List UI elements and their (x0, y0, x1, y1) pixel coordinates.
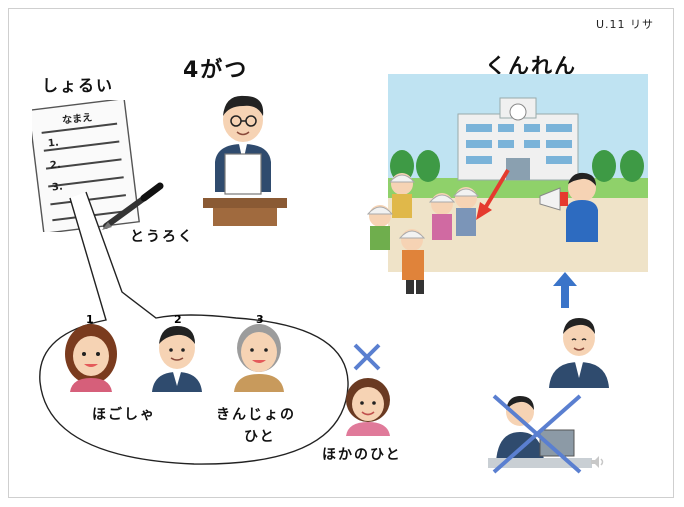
cross-mark-icon (353, 343, 381, 371)
option-number-3: 3 (256, 313, 264, 326)
other-person-face-illustration (346, 378, 390, 436)
sheet-line-1: 1. (47, 137, 60, 150)
sheet-line-2: 2. (49, 159, 62, 172)
neighbor-elder-face-illustration (234, 324, 284, 392)
option-number-2: 2 (174, 313, 182, 326)
guardian-face-illustration (65, 324, 117, 392)
teacher-megaphone-illustration (539, 172, 598, 242)
students-group-illustration (366, 173, 480, 294)
guardian-label: ほごしゃ (92, 407, 156, 423)
other-person-label: ほかのひと (322, 447, 402, 463)
up-arrow-icon (553, 272, 577, 308)
neighbor-label-line2: ひと (244, 429, 276, 445)
evacuation-drill-illustration (388, 74, 648, 272)
staff-person-illustration (549, 318, 609, 388)
neighbor-label-line1: きんじょの (216, 407, 296, 423)
laptop-person-crossed-illustration (488, 394, 592, 474)
speaker-icon[interactable] (590, 455, 606, 469)
sheet-heading: なまえ (61, 112, 93, 127)
speech-bubble (39, 191, 349, 465)
option-number-1: 1 (86, 313, 94, 326)
pen-icon (102, 182, 164, 230)
register-label: とうろく (130, 229, 194, 245)
documents-label: しょるい (42, 76, 115, 95)
neighbor-man-face-illustration (152, 326, 202, 392)
corner-note: U.11 リサ (596, 18, 655, 31)
title-month: 4がつ (183, 58, 249, 83)
presenter-podium-illustration (203, 95, 287, 226)
